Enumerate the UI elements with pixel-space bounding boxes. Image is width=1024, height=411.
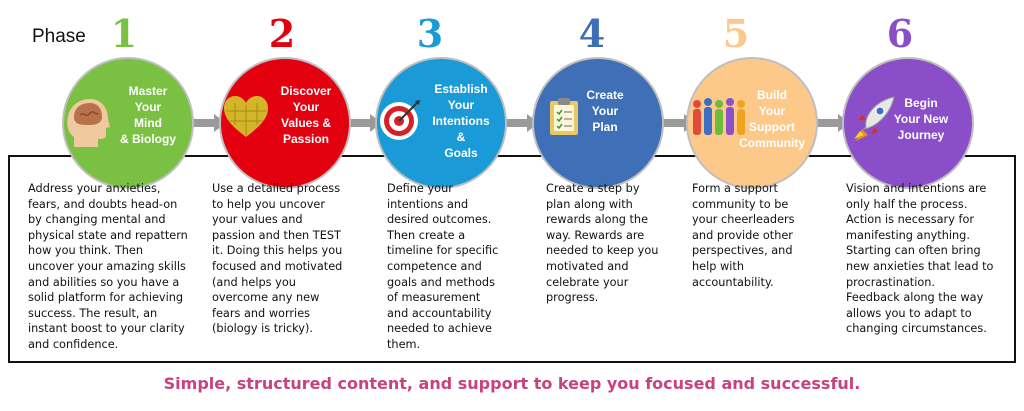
- description-box: [8, 155, 1016, 363]
- phase-circle-5: Build Your Support Community: [686, 57, 818, 189]
- puzzle-heart-icon: [224, 96, 268, 137]
- clipboard-icon: [550, 98, 578, 135]
- phase-description-4: Create a step by plan along with rewards…: [546, 182, 659, 305]
- arrow-icon: [180, 114, 226, 132]
- tagline: Simple, structured content, and support …: [163, 374, 861, 393]
- phase-description-2: Use a detailed process to help you uncov…: [212, 182, 343, 336]
- phase-circle-3: Establish Your Intentions & Goals: [375, 57, 507, 189]
- phase-title-3: Establish Your Intentions & Goals: [432, 82, 490, 160]
- phase-number-2: 2: [268, 11, 296, 56]
- arrow-icon: [804, 114, 850, 132]
- phase-circle-2: Discover Your Values & Passion: [219, 57, 351, 189]
- phase-title-4: Create Your Plan: [586, 88, 624, 134]
- phase-number-1: 1: [110, 11, 138, 56]
- phase-circle-1: Master Your Mind & Biology: [62, 57, 194, 189]
- target-icon: [380, 100, 420, 140]
- phase-circle-4: Create Your Plan: [532, 57, 664, 189]
- people-group-icon: [693, 98, 745, 135]
- rocket-icon: [854, 96, 895, 141]
- phase-description-6: Vision and intentions are only half the …: [846, 182, 994, 336]
- phase-number-4: 4: [578, 11, 606, 56]
- phase-title-6: Begin Your New Journey: [893, 96, 949, 142]
- phase-description-3: Define your intentions and desired outco…: [387, 182, 499, 351]
- phase-circle-6: Begin Your New Journey: [842, 57, 974, 189]
- arrow-icon: [650, 114, 696, 132]
- phase-number-5: 5: [722, 11, 750, 56]
- arrow-icon: [336, 114, 382, 132]
- head-brain-icon: [67, 99, 110, 147]
- phase-title-2: Discover Your Values & Passion: [280, 84, 332, 146]
- phase-description-5: Form a support community to be your chee…: [692, 182, 795, 289]
- phase-number-6: 6: [886, 11, 914, 56]
- phase-number-3: 3: [416, 11, 444, 56]
- arrow-icon: [493, 114, 539, 132]
- phase-description-1: Address your anxieties, fears, and doubt…: [28, 182, 188, 351]
- phase-title-1: Master Your Mind & Biology: [120, 84, 176, 146]
- phase-label: Phase: [32, 26, 86, 47]
- phase-title-5: Build Your Support Community: [739, 88, 805, 150]
